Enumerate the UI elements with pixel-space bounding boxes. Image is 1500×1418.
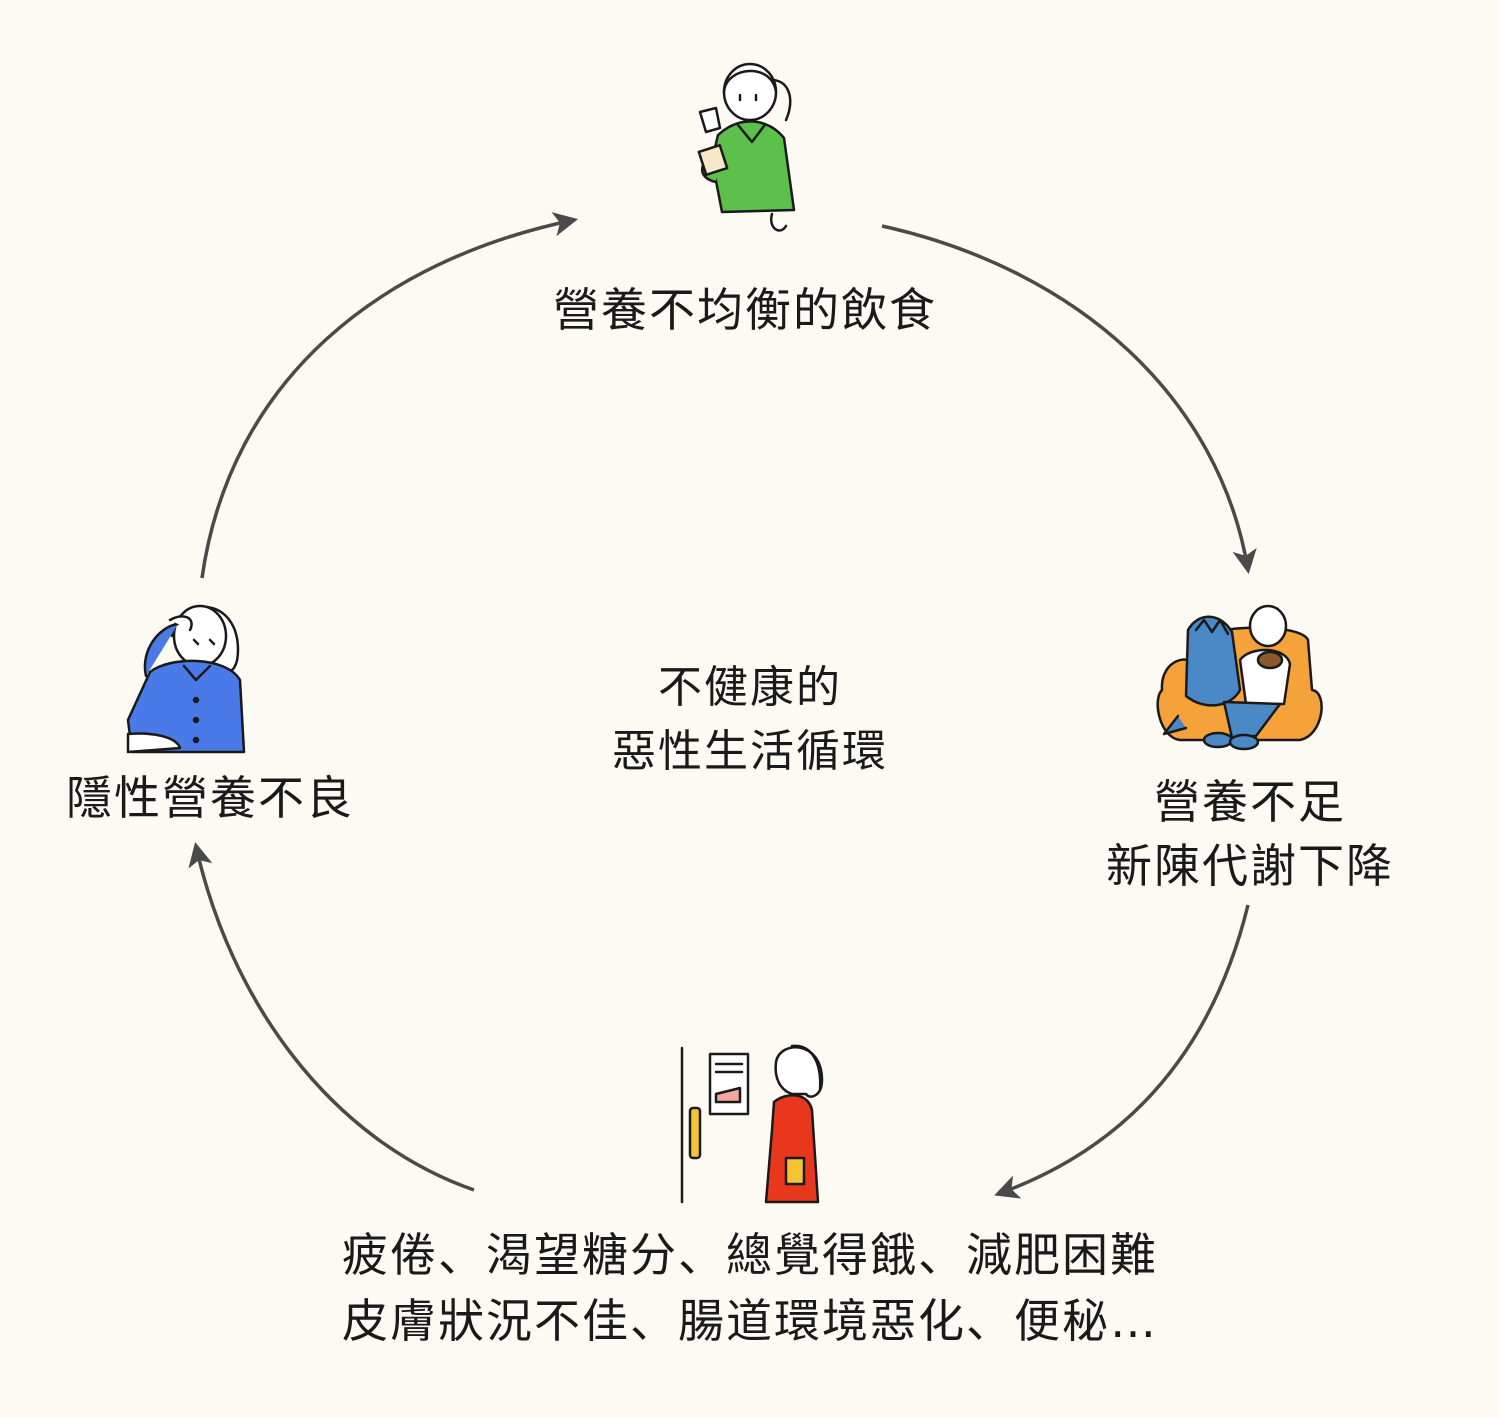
person-on-sofa-illustration bbox=[1156, 604, 1323, 751]
node-left-label: 隱性營養不良 bbox=[30, 766, 390, 830]
woman-troubled-illustration bbox=[126, 604, 246, 754]
center-line2: 惡性生活循環 bbox=[612, 726, 888, 777]
node-right-line1: 營養不足 bbox=[1154, 775, 1346, 829]
node-bottom-line2: 皮膚狀況不佳、腸道環境惡化、便秘… bbox=[342, 1294, 1158, 1348]
arrow-bottom-to-left bbox=[188, 842, 475, 1192]
center-line1: 不健康的 bbox=[658, 662, 842, 713]
woman-eating-snack-illustration bbox=[697, 62, 796, 232]
center-caption: 不健康的 惡性生活循環 bbox=[560, 656, 940, 784]
node-top-text: 營養不均衡的飲食 bbox=[553, 283, 937, 337]
node-right-label: 營養不足 新陳代謝下降 bbox=[1070, 770, 1430, 898]
woman-looking-at-cake-poster-illustration bbox=[680, 1044, 824, 1204]
arrow-left-to-top bbox=[200, 212, 578, 579]
node-top-label: 營養不均衡的飲食 bbox=[520, 278, 970, 342]
node-left-text: 隱性營養不良 bbox=[66, 771, 354, 825]
node-bottom-label: 疲倦、渴望糖分、總覺得餓、減肥困難 皮膚狀況不佳、腸道環境惡化、便秘… bbox=[240, 1222, 1260, 1354]
arrow-top-to-right bbox=[881, 224, 1257, 575]
arrow-right-to-bottom bbox=[994, 904, 1250, 1199]
node-right-line2: 新陳代謝下降 bbox=[1106, 839, 1394, 893]
node-bottom-line1: 疲倦、渴望糖分、總覺得餓、減肥困難 bbox=[342, 1228, 1158, 1282]
